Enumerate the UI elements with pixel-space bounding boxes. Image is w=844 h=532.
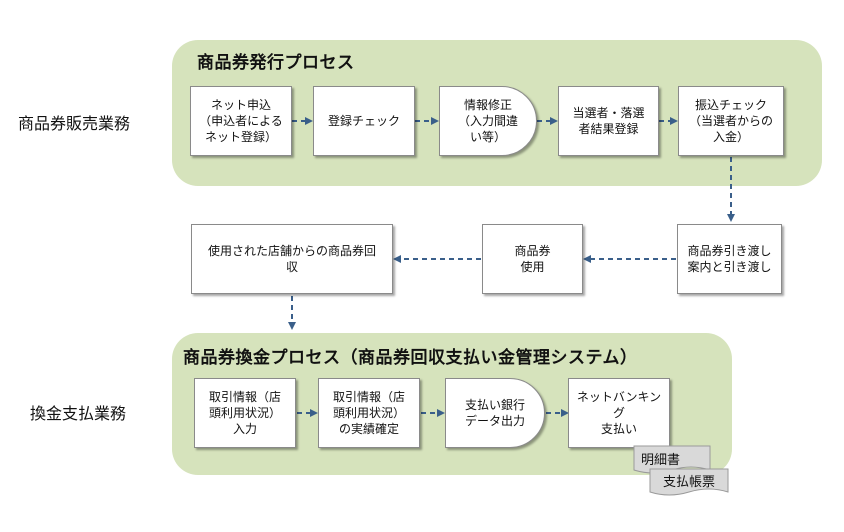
document-shape-payment-form — [649, 468, 729, 496]
step-payment-check: 振込チェック （当選者からの 入金） — [678, 86, 784, 156]
step-transaction-confirm: 取引情報（店 頭利用状況） の実績確定 — [318, 378, 420, 448]
step-result-registration: 当選者・落選 者結果登録 — [558, 86, 659, 156]
step-voucher-delivery: 商品券引き渡し 案内と引き渡し — [677, 224, 782, 294]
exchange-process-title: 商品券換金プロセス（商品券回収支払い金管理システム） — [183, 348, 638, 368]
step-voucher-use: 商品券 使用 — [482, 224, 583, 294]
issue-process-title: 商品券発行プロセス — [197, 53, 355, 73]
step-bank-data-output: 支払い銀行 データ出力 — [445, 378, 545, 448]
document-payment-form-label: 支払帳票 — [663, 475, 716, 490]
lane-label-exchange: 換金支払業務 — [30, 404, 127, 423]
document-statement-label: 明細書 — [641, 453, 681, 468]
step-info-correction: 情報修正 （入力間違 い等） — [439, 86, 537, 156]
step-net-banking-payment: ネットバンキング 支払い — [568, 378, 670, 448]
step-voucher-collection: 使用された店舗からの商品券回 収 — [191, 224, 393, 294]
step-net-application: ネット申込 （申込者による ネット登録） — [190, 86, 292, 156]
step-registration-check: 登録チェック — [313, 86, 415, 156]
lane-label-sales: 商品券販売業務 — [18, 114, 131, 133]
step-transaction-input: 取引情報（店 頭利用状況） 入力 — [194, 378, 296, 448]
